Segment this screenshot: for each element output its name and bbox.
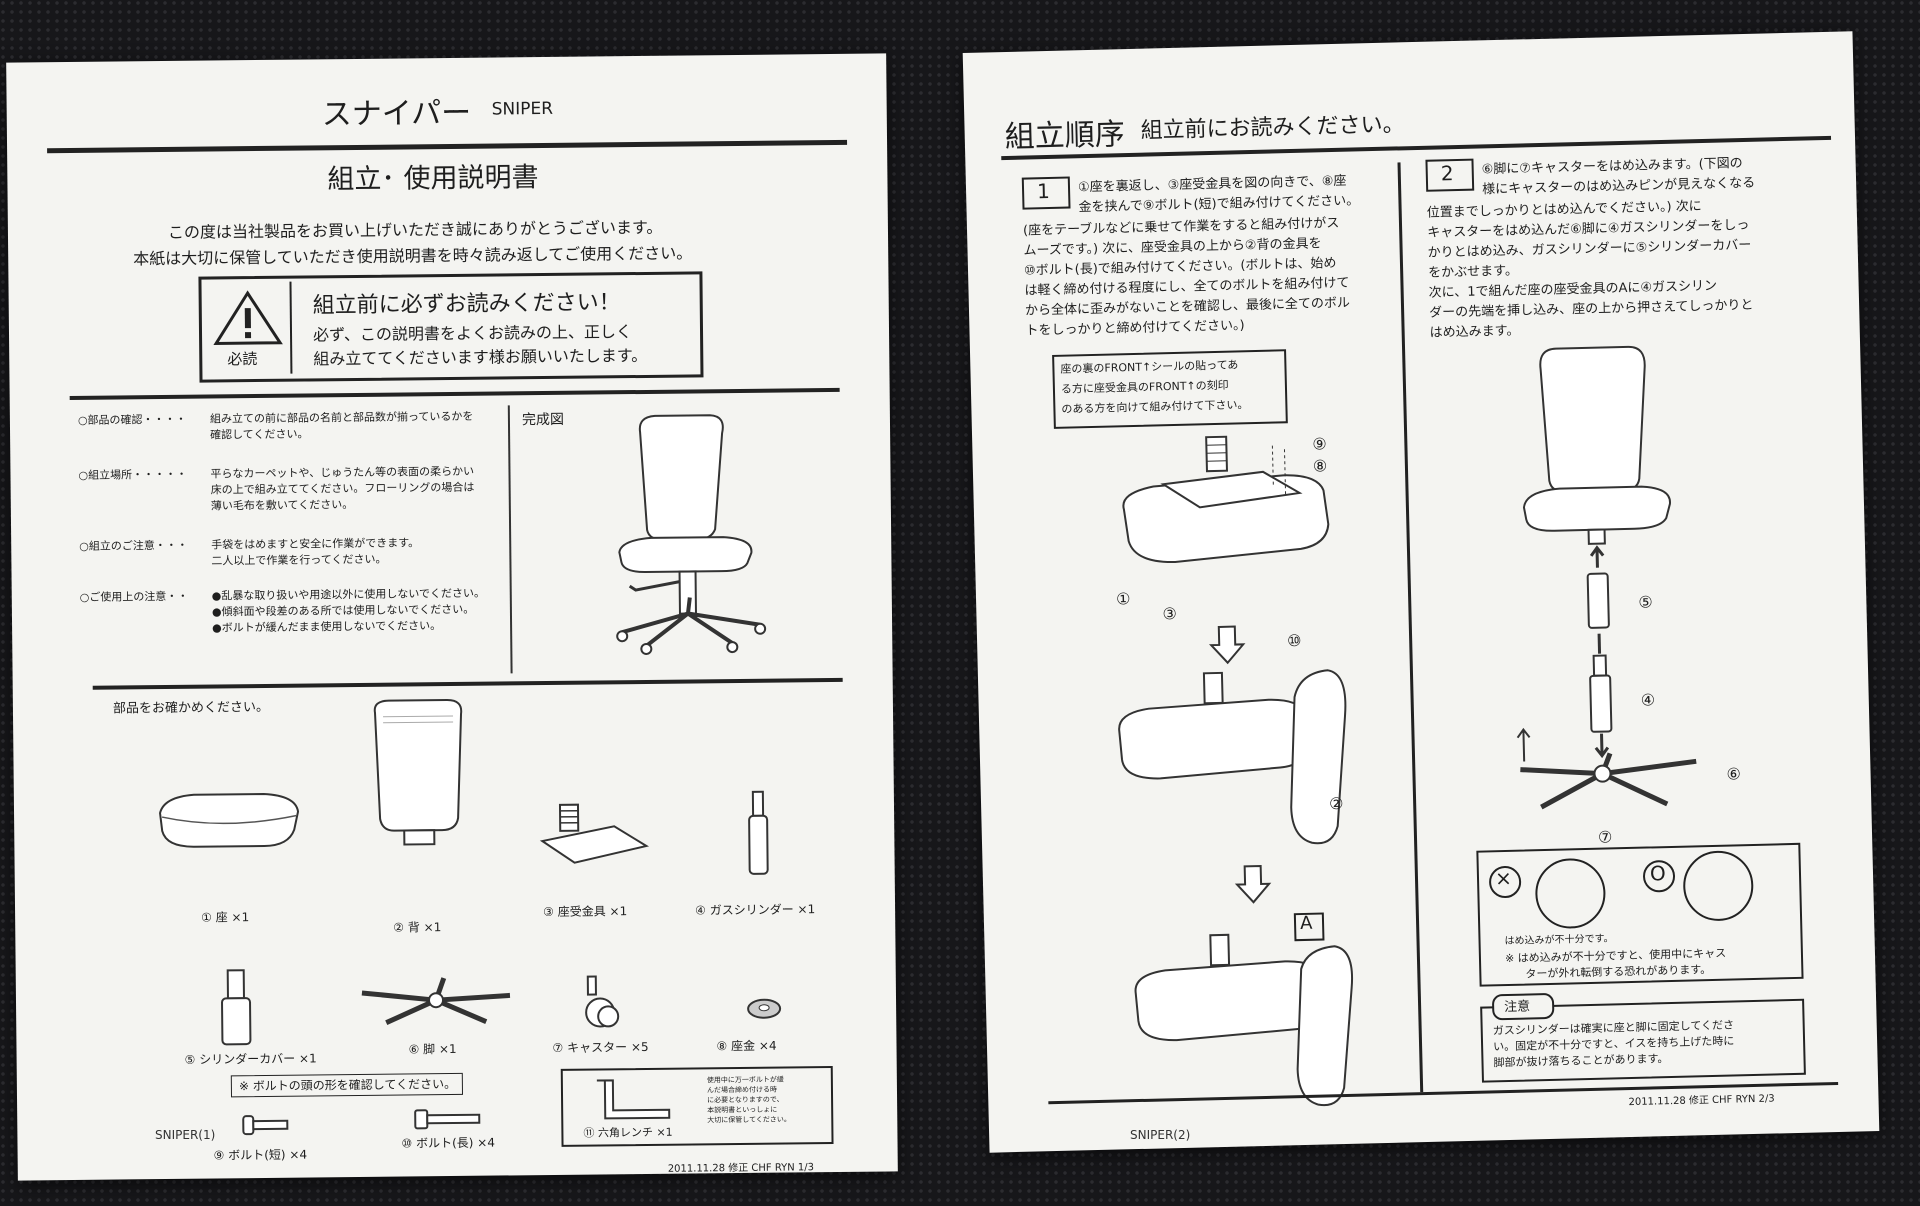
parts-heading: 部品をお確かめください。 (112, 699, 270, 717)
warning-triangle-icon (213, 290, 284, 347)
note-parts-line-1: 組み立ての前に部品の名前と部品数が揃っているかを (209, 409, 474, 426)
warning-line-2: 組み立ててくださいます様お願いいたします。 (313, 345, 648, 369)
part-leg-base-illustration (356, 975, 517, 1027)
part-washer-illustration (744, 995, 784, 1025)
label-washer: ⑧ (1312, 456, 1328, 476)
part-leg-label: ⑥ 脚 ×1 (408, 1041, 457, 1057)
footer-revision-2: 2011.11.28 修正 CHF RYN 2/3 (1628, 1093, 1775, 1109)
product-title: スナイパー (321, 95, 472, 133)
part-cylinder-cover-illustration (216, 968, 257, 1048)
part-gas-cylinder-illustration (744, 790, 775, 890)
thanks-line-2: 本紙は大切に保管していただき使用説明書を時々読み返してご使用ください。 (133, 243, 693, 269)
note-place-label: ○組立場所・・・・・ (78, 467, 188, 482)
manual-page-1: スナイパー SNIPER 組立･ 使用説明書 この度は当社製品をお買い上げいただ… (6, 53, 898, 1181)
back-attach-illustration (1108, 655, 1373, 861)
column-divider (1397, 162, 1424, 1093)
bolt-short-label: ⑨ ボルト(短) ×4 (213, 1147, 308, 1163)
section-rule-2 (92, 677, 843, 690)
manual-page-2: 組立順序 組立前にお読みください。 1 ①座を裏返し、③座受金具を図の向きで、⑧… (962, 31, 1880, 1153)
assembly-title: 組立順序 (1004, 117, 1126, 156)
label-cylinder-cover: ⑤ (1638, 592, 1653, 612)
arrow-down-icon (1235, 864, 1272, 905)
label-back: ② (1328, 793, 1344, 814)
label-seat: ① (1115, 589, 1131, 609)
warning-heading: 組立前に必ずお読みください！ (312, 290, 621, 319)
completed-divider (507, 405, 513, 674)
ok-mark: O (1649, 861, 1666, 886)
label-leg: ⑥ (1726, 764, 1742, 784)
part-bracket-label: ③ 座受金具 ×1 (543, 904, 628, 920)
part-gas-cylinder-label: ④ ガスシリンダー ×1 (695, 902, 816, 918)
product-title-en: SNIPER (491, 98, 554, 120)
label-bracket: ③ (1162, 603, 1178, 624)
bolt-note: ※ ボルトの頭の形を確認してください。 (238, 1076, 457, 1094)
step-2-line-9: はめ込みます。 (1429, 323, 1520, 341)
chair-exploded-illustration (1490, 340, 1741, 816)
seat-bracket-assembly-illustration (1102, 424, 1346, 600)
part-caster-label: ⑦ キャスター ×5 (552, 1039, 649, 1055)
footer-page-2: SNIPER(2) (1130, 1128, 1191, 1142)
note-parts-line-2: 確認してください。 (210, 427, 309, 442)
part-caster-illustration (578, 974, 629, 1035)
wrench-note-5: 大切に保管してください。 (707, 1115, 791, 1125)
manual-subtitle: 組立･ 使用説明書 (327, 162, 539, 196)
ng-mark: × (1494, 865, 1513, 891)
warning-icon-label: 必読 (227, 350, 258, 369)
hex-wrench-illustration (593, 1076, 673, 1123)
part-back-label: ② 背 ×1 (393, 920, 442, 935)
part-seat-label: ① 座 ×1 (201, 910, 250, 925)
step-2-number: 2 (1440, 161, 1454, 186)
part-cylinder-cover-label: ⑤ シリンダーカバー ×1 (184, 1051, 317, 1067)
footer-page-1: SNIPER(1) (155, 1128, 216, 1142)
note-assembly-label: ○組立のご注意・・・ (79, 538, 188, 553)
caution-heading: 注意 (1503, 999, 1531, 1016)
label-caster: ⑦ (1597, 827, 1613, 847)
note-place-line-2: 床の上で組み立ててください。フローリングの場合は (210, 480, 475, 497)
note-assembly-line-2: 二人以上で作業を行ってください。 (211, 552, 387, 568)
arrow-down-icon (1209, 624, 1246, 665)
thanks-line-1: この度は当社製品をお買い上げいただき誠にありがとうございます。 (167, 217, 663, 242)
label-gas-cylinder: ④ (1640, 690, 1656, 710)
note-place-line-3: 薄い毛布を敷いてください。 (210, 498, 354, 513)
part-back-illustration (363, 698, 475, 849)
assembly-title-note: 組立前にお読みください。 (1140, 112, 1405, 144)
seat-back-assembled-illustration (1124, 917, 1389, 1123)
completed-label: 完成図 (521, 411, 565, 429)
step-1-line-8: トをしっかりと締め付けてください。) (1025, 318, 1245, 339)
part-washer-label: ⑧ 座金 ×4 (716, 1038, 777, 1054)
note-parts-label: ○部品の確認・・・・ (77, 412, 187, 427)
part-seat-bracket-illustration (534, 796, 655, 877)
title-rule (47, 139, 848, 154)
note-usage-label: ○ご使用上の注意・・ (79, 589, 189, 604)
note-usage-line-3: ●ボルトが緩んだまま使用しないでください。 (212, 619, 442, 635)
section-rule-1 (69, 387, 840, 400)
part-seat-illustration (154, 790, 305, 852)
warning-icon-box: 必読 (204, 281, 293, 375)
step-1-number: 1 (1036, 178, 1051, 204)
bolt-short-illustration (241, 1114, 291, 1137)
step-2-line-6: をかぶせます。 (1428, 263, 1519, 281)
note-assembly-line-1: 手袋をはめますと安全に作業ができます。 (211, 536, 420, 552)
bolt-long-illustration (413, 1108, 483, 1131)
completed-chair-illustration (610, 411, 773, 653)
label-bolt-long: ⑩ (1286, 630, 1302, 651)
wrench-label: ⑪ 六角レンチ ×1 (583, 1125, 673, 1140)
warning-line-1: 必ず、この説明書をよくお読みの上、正しく (312, 322, 633, 345)
label-bolt-short: ⑨ (1312, 434, 1327, 454)
bolt-long-label: ⑩ ボルト(長) ×4 (401, 1135, 496, 1151)
ng-caption: はめ込みが不十分です。 (1504, 933, 1614, 948)
